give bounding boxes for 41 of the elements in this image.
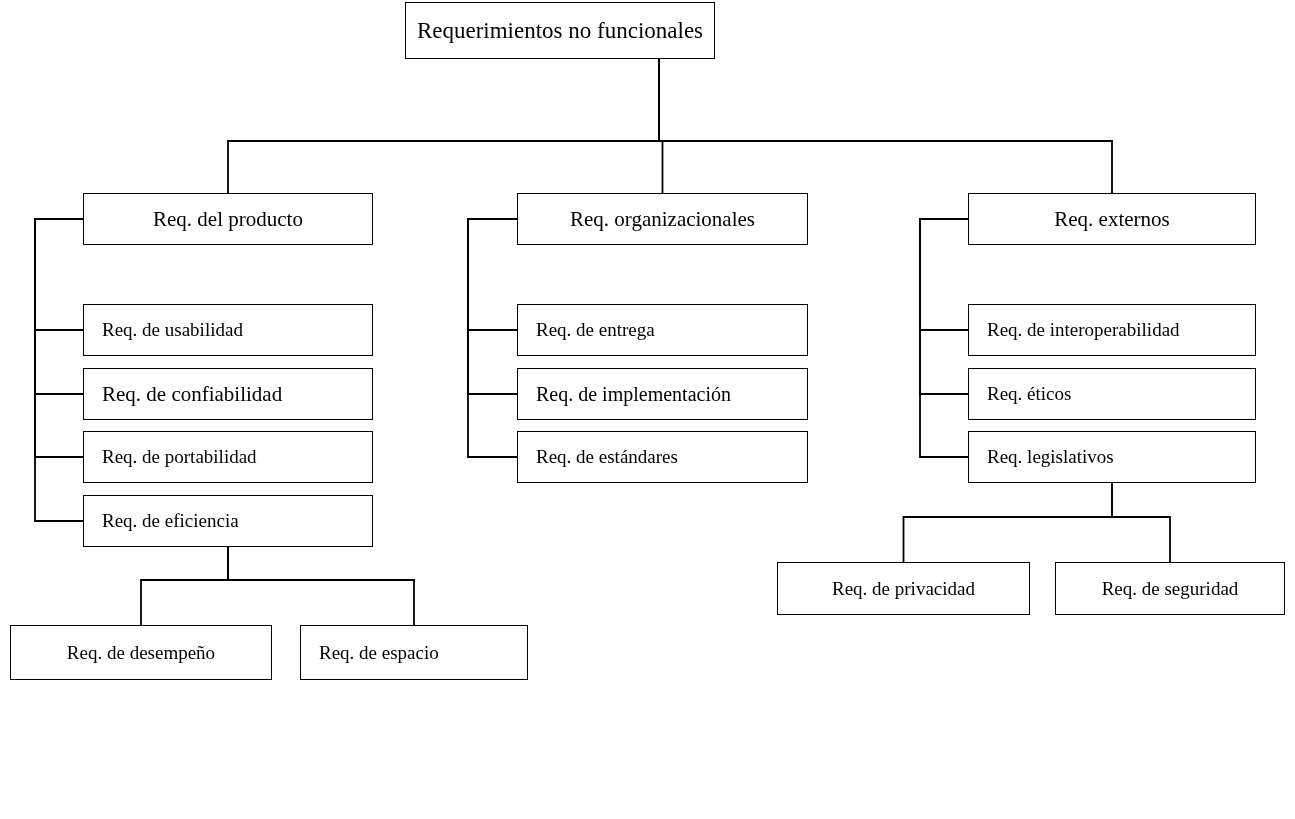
requirement-label: Req. de entrega [536,319,655,341]
requirement-box [517,368,808,420]
requirement-box [83,495,373,547]
connector-line [227,546,415,626]
requirement-box [83,304,373,356]
requirement-box [517,304,808,356]
requirement-label: Req. de espacio [319,641,439,664]
requirement-label: Req. de usabilidad [102,319,243,341]
connector-line [467,218,518,458]
requirement-box [968,304,1256,356]
requirement-label: Req. del producto [153,206,303,232]
requirement-label: Req. legislativos [987,446,1114,468]
requirement-box [968,193,1256,245]
requirement-label: Req. de privacidad [832,577,975,600]
connector-line [34,218,84,522]
requirement-label: Req. organizacionales [569,206,755,232]
requirement-box [83,431,373,483]
requirement-label: Req. externos [1054,206,1170,232]
requirement-label: Req. éticos [987,383,1072,405]
requirement-box [517,431,808,483]
requirement-label: Req. de eficiencia [102,510,239,532]
requirement-box [83,368,373,420]
requirement-box [517,193,808,245]
requirement-box [968,368,1256,420]
requirement-label: Req. de implementación [536,382,731,406]
requirement-box [1055,562,1285,615]
requirement-label: Req. de desempeño [66,641,216,664]
requirement-label: Requerimientos no funcionales [416,17,704,44]
requirement-box [83,193,373,245]
requirement-label: Req. de seguridad [1101,577,1239,600]
requirement-label: Req. de estándares [536,446,678,468]
requirement-box [10,625,272,680]
connector-line [1111,482,1171,563]
requirement-box [405,2,715,59]
requirement-box [777,562,1030,615]
requirement-label: Req. de portabilidad [102,446,257,468]
requirement-label: Req. de confiabilidad [102,381,283,407]
connector-line [919,218,969,458]
requirement-box [300,625,528,680]
requirement-box [968,431,1256,483]
requirement-label: Req. de interoperabilidad [987,319,1180,341]
